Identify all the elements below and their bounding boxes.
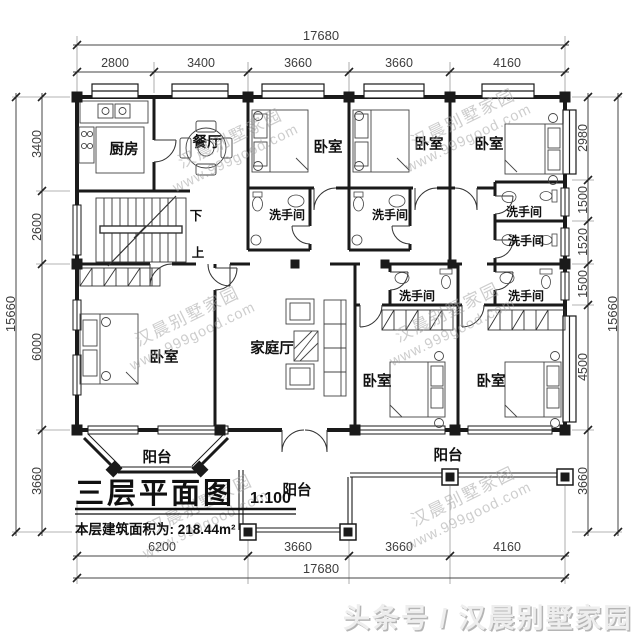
dim-right-total: 15660 xyxy=(605,296,620,332)
extension-lines xyxy=(12,36,622,584)
bed-bedroom-a xyxy=(251,109,309,173)
dim-right-seg-5: 3660 xyxy=(576,467,590,495)
room-label-bedroom-c: 卧室 xyxy=(475,135,504,153)
dim-right-seg-0: 2980 xyxy=(576,124,590,152)
room-label-family-hall: 家庭厅 xyxy=(250,339,294,357)
room-label-bedroom-e: 卧室 xyxy=(477,372,506,390)
staircase xyxy=(95,195,187,267)
beds xyxy=(79,109,564,428)
dim-right-seg-3: 1500 xyxy=(576,270,590,298)
footer: 头条号 / 汉晨别墅家园 头条号 / 汉晨别墅家园 xyxy=(343,603,634,636)
room-label-bedroom-f: 卧室 xyxy=(150,348,179,366)
dimension-labels: 17680 2800 3400 3660 3660 4160 6200 3660… xyxy=(3,28,620,576)
windows xyxy=(72,187,570,435)
family-hall-furniture xyxy=(285,298,347,397)
room-labels: 厨房 餐厅 卧室 卧室 卧室 洗手间 洗手间 洗手间 洗手间 洗手间 洗手间 家… xyxy=(110,133,545,499)
dim-top-seg-2: 3660 xyxy=(284,56,312,70)
dim-left-seg-0: 3400 xyxy=(30,130,44,158)
columns xyxy=(71,91,574,541)
dim-left-seg-2: 6000 xyxy=(30,333,44,361)
room-label-kitchen: 厨房 xyxy=(110,140,139,158)
dining-furniture xyxy=(179,120,233,176)
stair-label-down: 下 xyxy=(190,209,203,223)
dim-bottom-seg-2: 3660 xyxy=(385,540,413,554)
floor-area-note: 本层建筑面积为: 218.44m² xyxy=(75,521,236,537)
room-label-bathroom-2: 洗手间 xyxy=(372,207,408,222)
dim-right-seg-1: 1500 xyxy=(576,186,590,214)
room-label-bathroom-3: 洗手间 xyxy=(506,204,542,219)
bed-bedroom-d xyxy=(389,351,446,428)
room-label-bathroom-5: 洗手间 xyxy=(399,288,435,303)
room-label-bedroom-a: 卧室 xyxy=(314,138,343,156)
dimension-ticks xyxy=(11,40,623,583)
dim-top-seg-1: 3400 xyxy=(187,56,215,70)
dim-top-seg-4: 4160 xyxy=(493,56,521,70)
dim-bottom-seg-3: 4160 xyxy=(493,540,521,554)
dim-bottom-total: 17680 xyxy=(303,561,339,576)
dimension-lines xyxy=(15,44,619,579)
dim-top-seg-3: 3660 xyxy=(385,56,413,70)
dim-top-seg-0: 2800 xyxy=(101,56,129,70)
watermark-1: 汉晨别墅家园 www.999good.com xyxy=(170,105,302,196)
room-label-balcony-left: 阳台 xyxy=(143,448,172,466)
bed-bedroom-e xyxy=(504,351,562,428)
title-block: 三层平面图 1:100 本层建筑面积为: 218.44m² xyxy=(75,478,296,537)
wardrobes xyxy=(79,267,566,331)
footer-text: 头条号 / 汉晨别墅家园 xyxy=(343,603,633,634)
room-label-balcony-right: 阳台 xyxy=(434,446,463,464)
room-label-dining: 餐厅 xyxy=(193,133,222,151)
bathroom-fixtures xyxy=(250,189,558,289)
room-label-balcony-middle: 阳台 xyxy=(283,481,312,499)
footer-text-shadow: 头条号 / 汉晨别墅家园 xyxy=(344,604,634,635)
dim-right-seg-2: 1520 xyxy=(576,228,590,256)
dim-bottom-seg-0: 6200 xyxy=(148,540,176,554)
room-label-bedroom-b: 卧室 xyxy=(415,135,444,153)
stair-label-up: 上 xyxy=(192,245,205,260)
room-label-bathroom-1: 洗手间 xyxy=(269,207,305,222)
dim-left-seg-1: 2600 xyxy=(30,213,44,241)
room-label-bathroom-6: 洗手间 xyxy=(508,288,544,303)
room-label-bedroom-d: 卧室 xyxy=(363,372,392,390)
plan-title: 三层平面图 xyxy=(75,478,235,510)
dim-right-seg-4: 4500 xyxy=(576,353,590,381)
room-label-bathroom-4: 洗手间 xyxy=(508,233,544,248)
interior-walls xyxy=(77,97,565,430)
kitchen-furniture xyxy=(78,100,149,174)
bed-bedroom-f xyxy=(79,313,139,385)
dim-bottom-seg-1: 3660 xyxy=(284,540,312,554)
bed-bedroom-b xyxy=(352,109,410,173)
plan-scale: 1:100 xyxy=(250,490,291,507)
dim-top-total: 17680 xyxy=(303,28,339,43)
dim-left-total: 15660 xyxy=(3,296,18,332)
bed-bedroom-c xyxy=(504,113,564,185)
doors xyxy=(149,139,514,453)
terrace-columns xyxy=(239,468,574,541)
window-bays xyxy=(91,83,577,423)
dim-left-seg-3: 3660 xyxy=(30,467,44,495)
